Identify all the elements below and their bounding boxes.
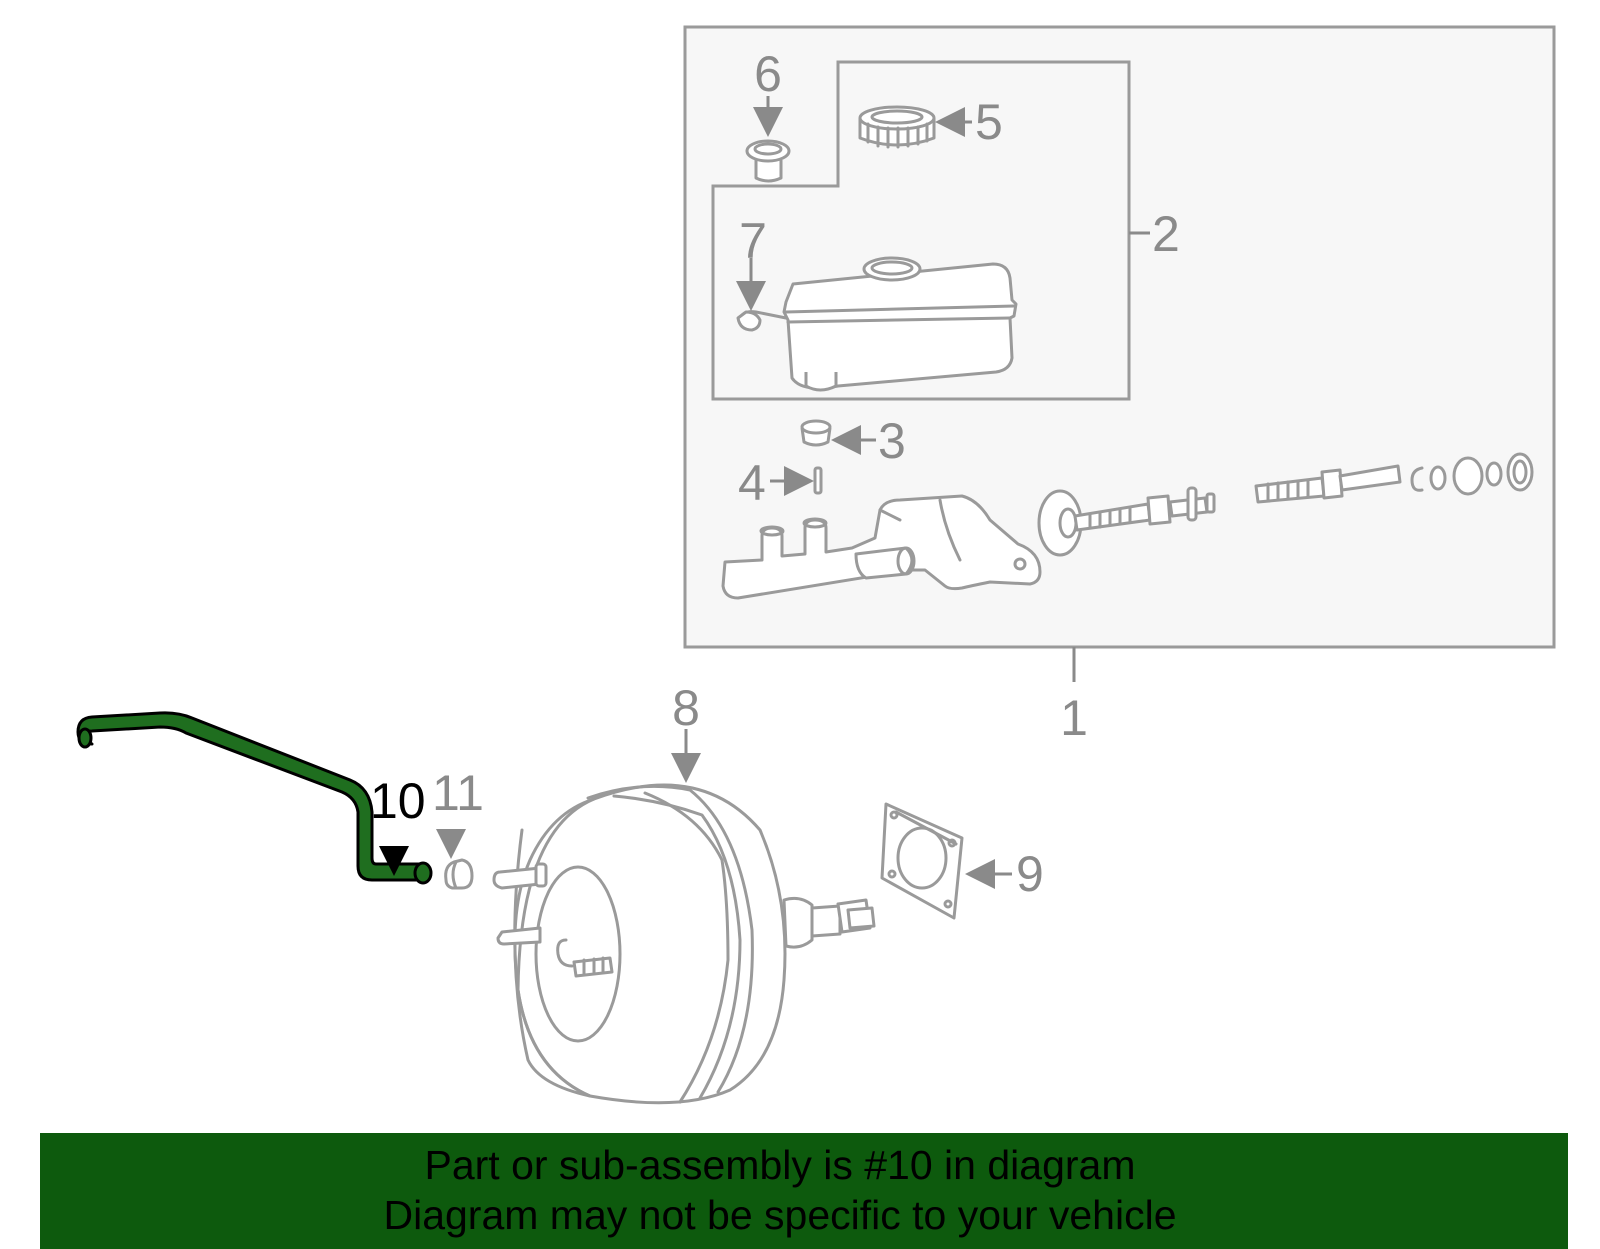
fluid-reservoir xyxy=(736,256,1018,392)
callout-3: 3 xyxy=(878,413,906,469)
callout-5: 5 xyxy=(975,94,1003,150)
callout-9: 9 xyxy=(1016,846,1044,902)
secondary-piston xyxy=(1254,464,1402,504)
callout-2: 2 xyxy=(1152,206,1180,262)
piston-seals xyxy=(1410,452,1534,496)
callout-1: 1 xyxy=(1060,690,1088,746)
reservoir-cap xyxy=(858,105,972,149)
callout-4: 4 xyxy=(738,455,766,511)
callout-11: 11 xyxy=(432,765,484,821)
hose-clamp xyxy=(436,829,474,890)
callout-6: 6 xyxy=(754,46,782,102)
callout-7: 7 xyxy=(739,213,767,269)
banner-line-disclaimer: Diagram may not be specific to your vehi… xyxy=(383,1192,1177,1238)
vacuum-hose xyxy=(76,711,433,885)
primary-piston xyxy=(1037,486,1216,557)
brake-booster xyxy=(492,729,876,1105)
master-cylinder-body xyxy=(721,494,1042,600)
callout-8: 8 xyxy=(672,680,700,736)
booster-gasket xyxy=(880,802,1012,920)
part-info-banner: Part or sub-assembly is #10 in diagram D… xyxy=(40,1133,1568,1249)
reservoir-strainer xyxy=(745,96,791,183)
banner-line-part: Part or sub-assembly is #10 in diagram xyxy=(424,1142,1136,1188)
retaining-pin xyxy=(770,466,823,496)
callout-10: 10 xyxy=(370,773,426,829)
reservoir-grommet xyxy=(800,419,876,455)
